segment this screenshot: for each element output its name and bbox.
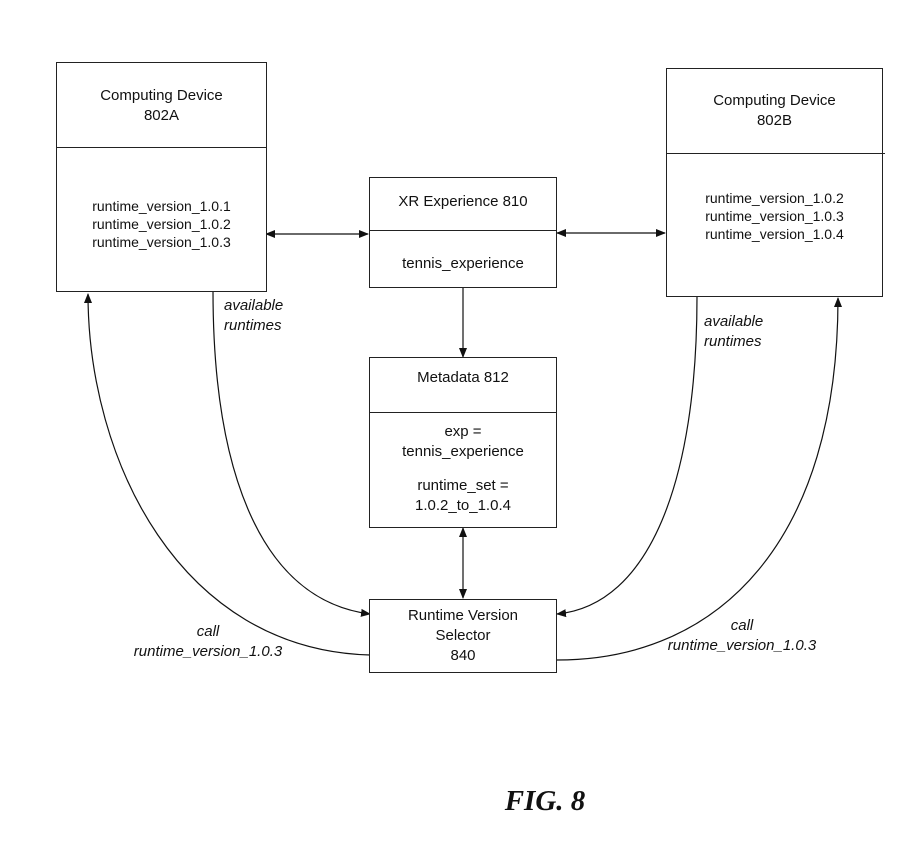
label-line: runtimes: [224, 317, 282, 334]
device-b-runtimes: runtime_version_1.0.2 runtime_version_1.…: [667, 189, 882, 243]
device-a-divider: [57, 147, 266, 148]
device-b-divider: [667, 153, 885, 154]
selector-title: Runtime Version Selector 840: [370, 606, 556, 666]
selector-title-line-2: Selector: [435, 627, 491, 644]
metadata-exp-key: exp =: [444, 423, 482, 440]
device-b-title-line: Computing Device: [713, 92, 836, 109]
metadata-exp-value: tennis_experience: [402, 443, 524, 460]
edge-call-device-b: [556, 297, 842, 661]
label-line: available: [224, 297, 284, 314]
metadata-runtime-set-key: runtime_set =: [417, 477, 509, 494]
metadata-812: Metadata 812 exp = tennis_experience run…: [369, 357, 557, 528]
label-available-runtimes-a: available runtimes: [224, 296, 283, 336]
label-line: available: [704, 313, 764, 330]
selector-id: 840: [450, 647, 476, 664]
device-a-id: 802A: [143, 107, 180, 124]
computing-device-802a: Computing Device 802A runtime_version_1.…: [56, 62, 267, 292]
edge-call-device-a: [84, 293, 371, 656]
label-available-runtimes-b: available runtimes: [704, 312, 763, 352]
device-b-id: 802B: [756, 112, 793, 129]
device-a-runtimes: runtime_version_1.0.1 runtime_version_1.…: [57, 197, 266, 251]
device-b-title: Computing Device 802B: [667, 91, 882, 131]
computing-device-802b: Computing Device 802B runtime_version_1.…: [666, 68, 885, 297]
label-call-b: call runtime_version_1.0.3: [652, 616, 832, 656]
xr-experience-810: XR Experience 810 tennis_experience: [369, 177, 557, 288]
xr-experience-body: tennis_experience: [402, 255, 524, 272]
label-line: runtime_version_1.0.3: [667, 637, 817, 654]
runtime-item: runtime_version_1.0.4: [705, 226, 844, 242]
edge-device-a-available-runtimes: [212, 290, 371, 617]
runtime-version-selector-840: Runtime Version Selector 840: [369, 599, 557, 673]
runtime-item: runtime_version_1.0.2: [705, 190, 844, 206]
edge-device-b-available-runtimes: [556, 296, 698, 618]
metadata-spacer: [370, 462, 556, 476]
runtime-item: runtime_version_1.0.1: [92, 198, 231, 214]
figure-label: FIG. 8: [504, 785, 586, 817]
metadata-body: exp = tennis_experience runtime_set = 1.…: [370, 422, 556, 516]
label-call-a: call runtime_version_1.0.3: [118, 622, 298, 662]
metadata-divider: [370, 412, 556, 413]
metadata-runtime-set-value: 1.0.2_to_1.0.4: [415, 497, 511, 514]
runtime-item: runtime_version_1.0.3: [705, 208, 844, 224]
label-line: runtimes: [704, 333, 762, 350]
runtime-item: runtime_version_1.0.2: [92, 216, 231, 232]
xr-experience-title: XR Experience 810: [398, 193, 528, 210]
label-line: runtime_version_1.0.3: [133, 643, 283, 660]
metadata-title: Metadata 812: [417, 369, 509, 386]
label-line: call: [196, 623, 220, 640]
device-a-title-line: Computing Device: [100, 87, 223, 104]
runtime-item: runtime_version_1.0.3: [92, 234, 231, 250]
label-line: call: [730, 617, 754, 634]
device-a-title: Computing Device 802A: [57, 86, 266, 126]
xr-experience-divider: [370, 230, 556, 231]
selector-title-line-1: Runtime Version: [407, 607, 519, 624]
